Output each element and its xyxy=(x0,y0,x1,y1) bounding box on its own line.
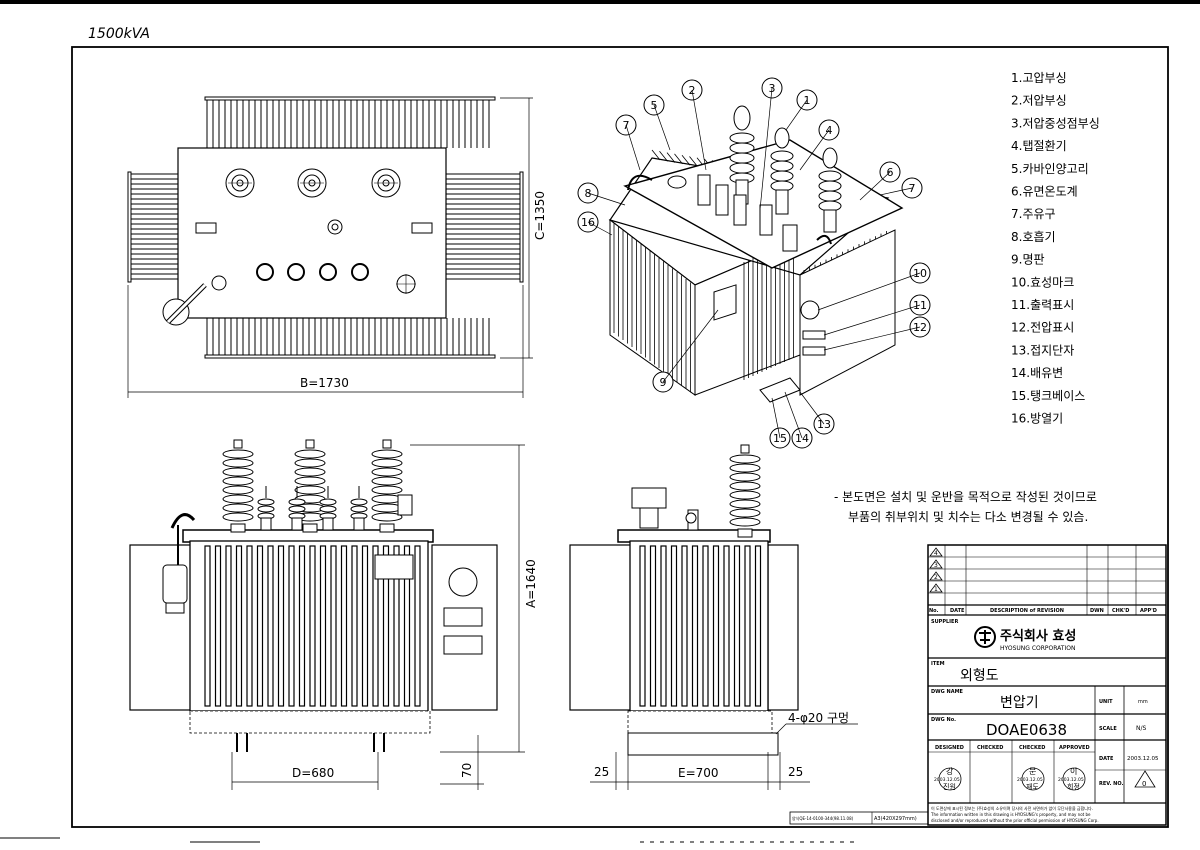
parts-list-item: 9.명판 xyxy=(1011,253,1045,267)
top-view: B=1730 C=1350 xyxy=(127,96,547,398)
parts-list-item: 11.출력표시 xyxy=(1011,298,1074,312)
front-view xyxy=(129,439,498,752)
parts-list-item: 4.탭절환기 xyxy=(1011,139,1067,153)
part-balloon-number: 16 xyxy=(581,216,595,229)
note-line-2: 부품의 취부위치 및 치수는 다소 변경될 수 있슴. xyxy=(848,510,1088,524)
rev-header-description: DESCRIPTION of REVISION xyxy=(990,608,1064,614)
rev-header-chkd: CHK'D xyxy=(1112,608,1129,614)
approved-label: APPROVED xyxy=(1059,745,1090,751)
supplier-label: SUPPLIER xyxy=(931,619,958,625)
company-name-en: HYOSUNG CORPORATION xyxy=(1000,645,1075,652)
checked-label: CHECKED xyxy=(977,745,1003,751)
parts-list-item: 1.고압부싱 xyxy=(1011,71,1067,85)
unit-label: UNIT xyxy=(1099,699,1113,705)
scale-label: SCALE xyxy=(1099,726,1117,732)
stamp-checked-sub: 재도 xyxy=(1026,783,1039,791)
parts-list-item: 15.탱크베이스 xyxy=(1011,389,1085,403)
stamp-approved-name: 이 xyxy=(1070,766,1077,776)
dwg-no-value: DOAE0638 xyxy=(986,721,1067,739)
isometric-view xyxy=(608,105,904,403)
rev-mark-3: 3 xyxy=(934,562,938,569)
parts-list-item: 3.저압중성점부싱 xyxy=(1011,116,1100,130)
unit-value: mm xyxy=(1138,699,1148,705)
part-balloon-number: 14 xyxy=(795,432,809,445)
note-line-1: - 본도면은 설치 및 운반을 목적으로 작성된 것이므로 xyxy=(834,490,1097,504)
parts-list-item: 13.접지단자 xyxy=(1011,343,1074,357)
parts-list-item: 7.주유구 xyxy=(1011,207,1056,221)
dim-width-b: B=1730 xyxy=(300,376,349,390)
part-balloon-number: 13 xyxy=(817,418,831,431)
rev-header-dwn: DWN xyxy=(1090,608,1104,614)
side-view xyxy=(569,444,799,756)
rev-mark-1: 1 xyxy=(934,586,938,593)
part-balloon-number: 9 xyxy=(660,376,667,389)
form-number: 양식QE-14-0100-344(98.11.08) xyxy=(792,815,854,821)
copyright-line-2: The information written in this drawing … xyxy=(930,812,1091,817)
drawing-border xyxy=(71,46,1169,828)
part-balloon-number: 7 xyxy=(909,182,916,195)
stamp-designed-date: 2003.12.05 xyxy=(934,777,960,783)
date-label: DATE xyxy=(1099,756,1114,762)
rev-header-date: DATE xyxy=(950,608,965,614)
dim-base-70: 70 xyxy=(460,763,474,778)
part-balloon-number: 10 xyxy=(913,267,927,280)
rev-mark-2: 2 xyxy=(934,574,938,581)
copyright-line-3: disclosed and/or reproduced without the … xyxy=(931,818,1099,823)
dwg-name-label: DWG NAME xyxy=(931,689,964,695)
stamp-designed-sub: 진원 xyxy=(943,782,956,791)
stamp-approved-date: 2003.12.05 xyxy=(1058,777,1084,783)
dim-right-25: 25 xyxy=(788,765,803,779)
corner-note: 1500kVA xyxy=(88,26,150,42)
parts-list-item: 5.카바인양고리 xyxy=(1011,162,1089,176)
rev-header-appd: APP'D xyxy=(1140,608,1157,614)
stamp-approved-sub: 희정 xyxy=(1067,782,1080,791)
parts-list: 1.고압부싱 2.저압부싱 3.저압중성점부싱 4.탭절환기 5.카바인양고리 6.유면온… xyxy=(1011,71,1100,426)
part-balloon-number: 8 xyxy=(585,187,592,200)
item-label: ITEM xyxy=(931,661,945,667)
rev-label: REV. NO. xyxy=(1099,781,1123,787)
stamp-checked-date: 2003.12.05 xyxy=(1017,777,1043,783)
parts-list-item: 2.저압부싱 xyxy=(1011,94,1067,108)
rev-mark-4: 4 xyxy=(934,550,938,557)
dim-wheel-e: E=700 xyxy=(678,766,719,780)
rev-value: 0 xyxy=(1142,780,1146,788)
parts-list-item: 14.배유변 xyxy=(1011,366,1063,380)
part-balloon-number: 12 xyxy=(913,321,927,334)
scale-value: N/S xyxy=(1136,725,1147,732)
part-balloon-number: 11 xyxy=(913,299,927,312)
checked2-label: CHECKED xyxy=(1019,745,1045,751)
parts-list-item: 10.효성마크 xyxy=(1011,275,1074,289)
stamp-checked-name: 문 xyxy=(1029,767,1036,776)
rev-header-no: No. xyxy=(929,608,939,614)
dim-height-a: A=1640 xyxy=(524,559,538,608)
parts-list-item: 12.전압표시 xyxy=(1011,321,1074,335)
dim-holes: 4-φ20 구멍 xyxy=(788,711,849,725)
dim-depth-c: C=1350 xyxy=(533,191,547,240)
part-balloon-number: 6 xyxy=(887,166,894,179)
date-value: 2003.12.05 xyxy=(1127,756,1159,762)
part-balloon-number: 15 xyxy=(773,432,787,445)
paper-size: A3(420X297mm) xyxy=(874,816,917,822)
dwg-no-label: DWG No. xyxy=(931,717,956,723)
dim-left-25: 25 xyxy=(594,765,609,779)
parts-list-item: 16.방열기 xyxy=(1011,412,1063,426)
company-name-ko: 주식회사 효성 xyxy=(1000,628,1076,644)
dwg-name-value: 변압기 xyxy=(1000,695,1039,711)
copyright-line-1: 이 도면상에 표시된 정보는 (주)효성의 소유이며 당사의 사전 서면허가 없… xyxy=(931,805,1093,811)
item-value: 외형도 xyxy=(960,668,999,684)
designed-label: DESIGNED xyxy=(935,745,964,751)
stamp-designed-name: 강 xyxy=(946,766,954,776)
parts-list-item: 8.호흡기 xyxy=(1011,230,1056,244)
title-block xyxy=(789,544,1167,826)
parts-list-item: 6.유면온도계 xyxy=(1011,185,1078,199)
dim-wheel-d: D=680 xyxy=(292,766,334,780)
